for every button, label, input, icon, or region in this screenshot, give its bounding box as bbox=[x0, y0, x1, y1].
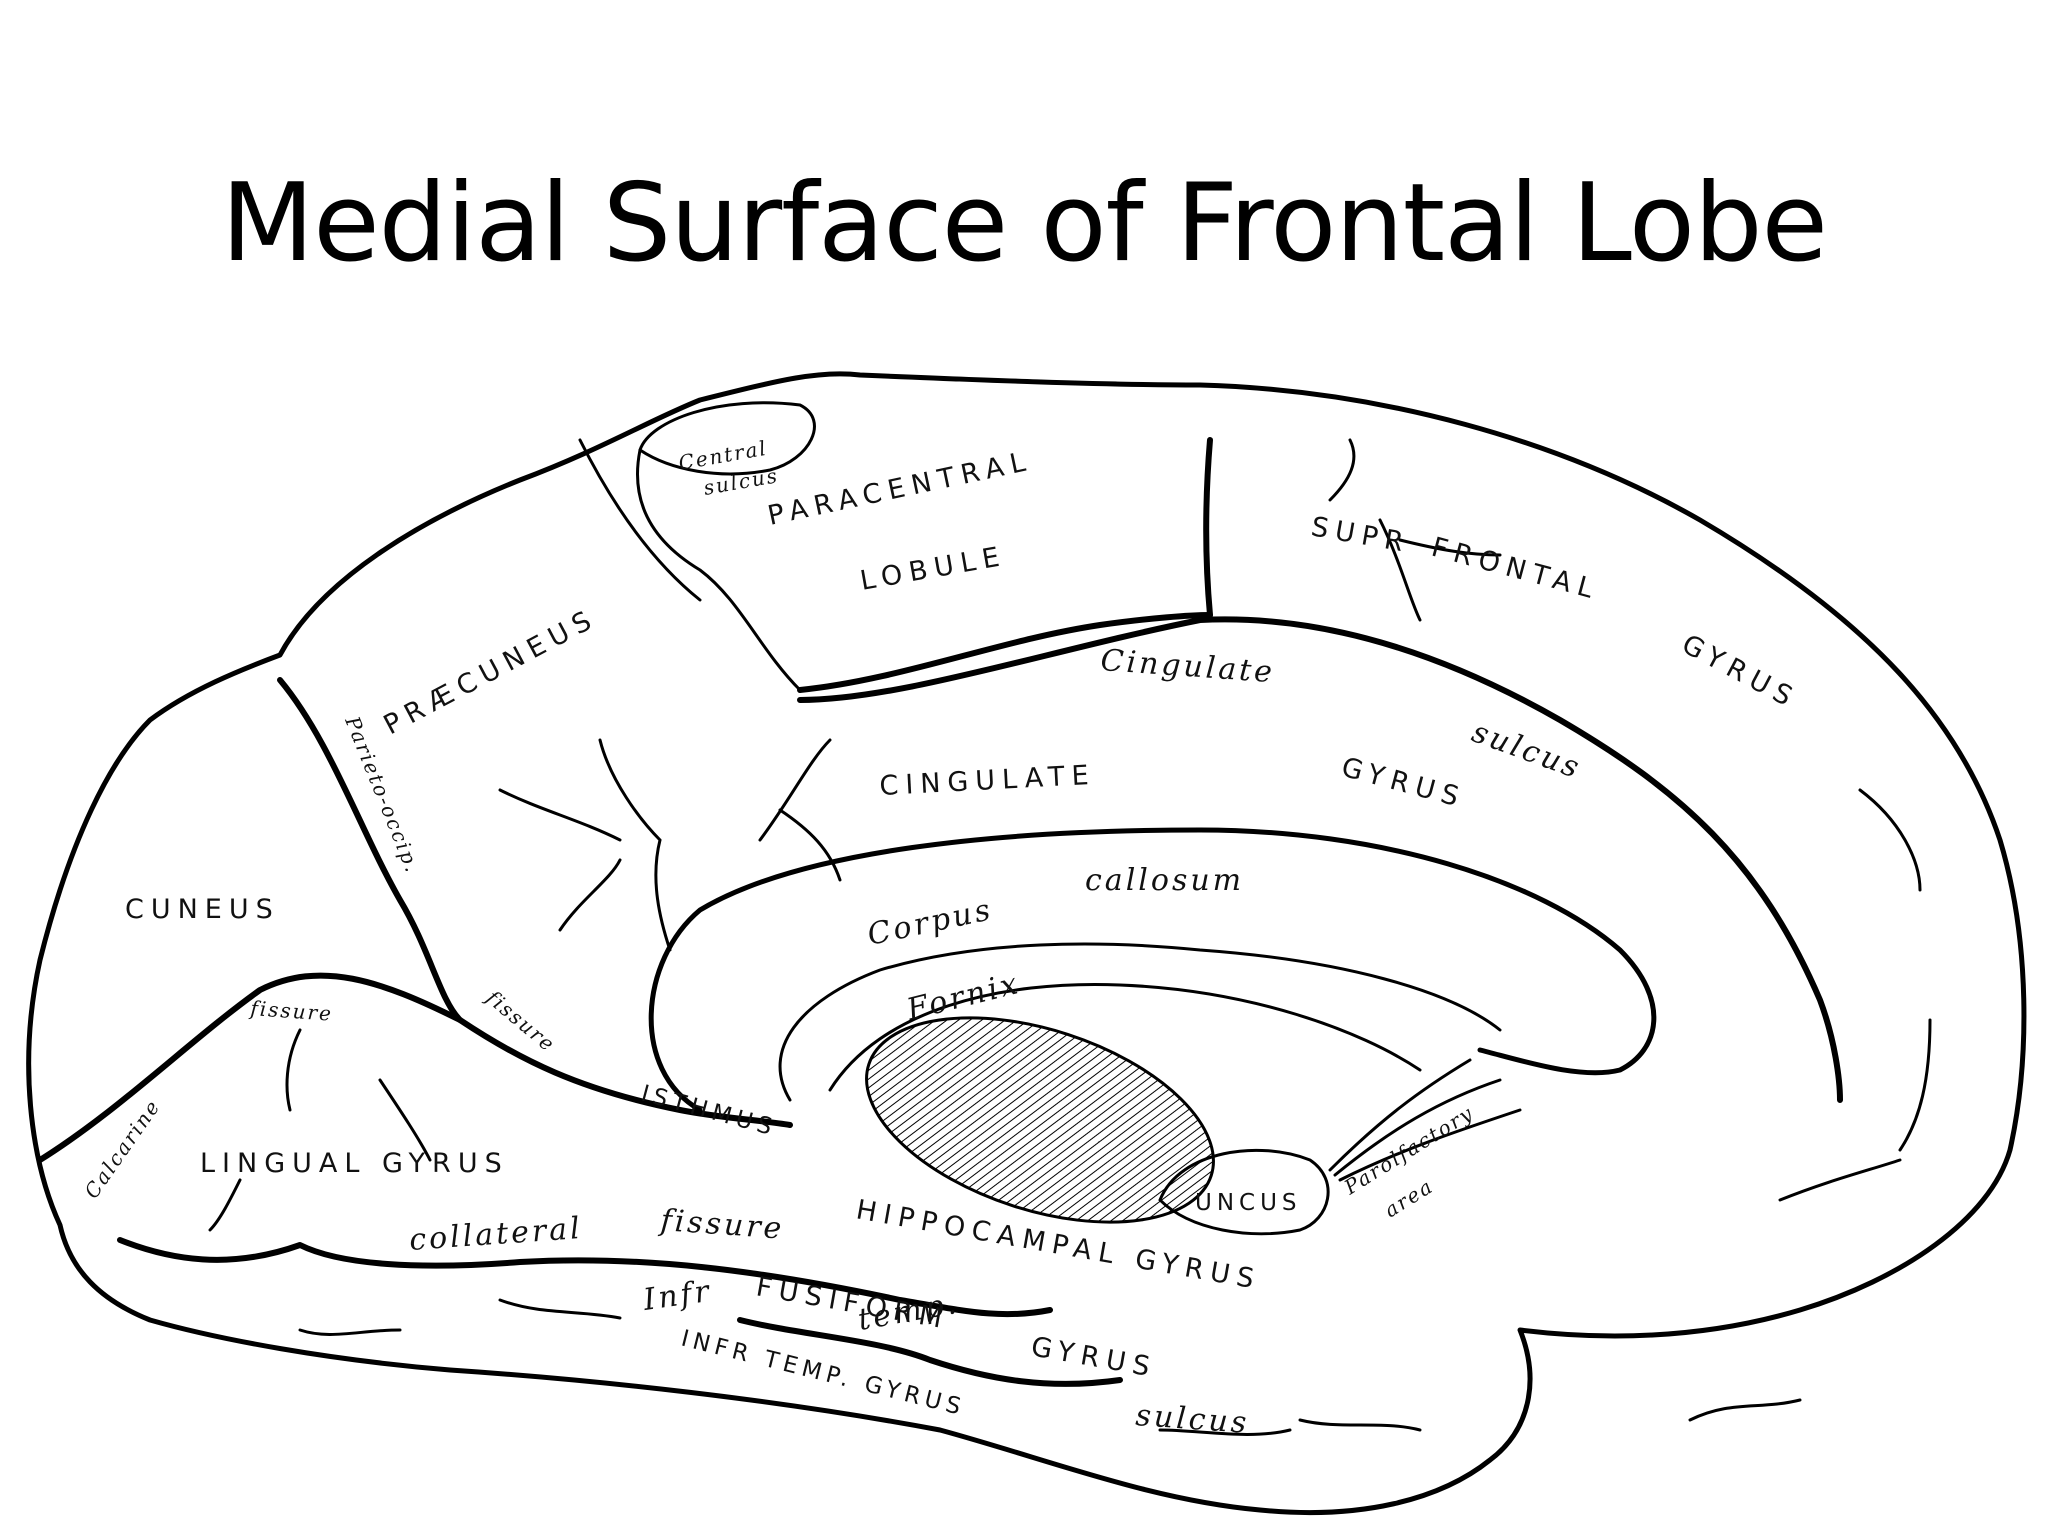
label-calcarine-2: fissure bbox=[248, 996, 334, 1026]
label-inf-temp-gyrus: INFR TEMP. GYRUS bbox=[679, 1326, 969, 1422]
slide-title: Medial Surface of Frontal Lobe bbox=[221, 161, 1828, 286]
label-paracentral: PARACENTRAL bbox=[765, 445, 1035, 531]
paracentral-border-left bbox=[636, 448, 802, 692]
label-cingulate-gyrus-1: CINGULATE bbox=[879, 760, 1097, 802]
collateral-fissure bbox=[117, 1237, 1053, 1318]
label-calcarine-1: Calcarine bbox=[79, 1095, 165, 1203]
paracentral-border-right bbox=[1203, 437, 1213, 618]
label-sup-frontal-3: GYRUS bbox=[1677, 629, 1803, 716]
thalamus-hatched-area bbox=[865, 1016, 1215, 1224]
label-sup-frontal-1: SUPR bbox=[1309, 511, 1413, 559]
label-collateral-2: fissure bbox=[657, 1203, 785, 1247]
central-sulcus bbox=[638, 401, 816, 476]
corpus-callosum-inner bbox=[778, 942, 1502, 1102]
label-cingulate-gyrus-2: GYRUS bbox=[1338, 752, 1468, 815]
olfactory-fibres bbox=[1328, 1058, 1522, 1182]
label-praecuneus: PRÆCUNEUS bbox=[379, 602, 603, 741]
calcarine-fissure bbox=[37, 972, 793, 1163]
inferior-temporal-sulcus bbox=[737, 1317, 1123, 1387]
parieto-occipital-fissure bbox=[277, 677, 463, 1023]
label-parieto-occip: Parieto-occip. bbox=[340, 712, 425, 877]
fornix-line bbox=[828, 983, 1422, 1092]
paracentral-bottom bbox=[797, 612, 1213, 693]
label-isthmus: ISTHMUS bbox=[638, 1081, 779, 1142]
label-lingual-gyrus: LINGUAL GYRUS bbox=[200, 1148, 509, 1179]
label-corpus-callosum-1: Corpus bbox=[864, 892, 996, 953]
brain-outline bbox=[26, 371, 2027, 1516]
label-cuneus: CUNEUS bbox=[125, 894, 280, 925]
minor-sulci bbox=[208, 438, 1932, 1436]
label-fusiform-2: GYRUS bbox=[1029, 1331, 1159, 1384]
label-cingulate-sulcus-1: Cingulate bbox=[1099, 643, 1276, 690]
label-sup-frontal-2: FRONTAL bbox=[1428, 532, 1603, 607]
praecuneus-boundary bbox=[578, 438, 702, 602]
label-fissure-po: fissure bbox=[480, 984, 560, 1057]
label-uncus: UNCUS bbox=[1195, 1190, 1302, 1216]
cingulate-sulcus-line bbox=[797, 616, 1843, 1103]
label-lobule: LOBULE bbox=[858, 541, 1009, 597]
label-collateral-1: collateral bbox=[408, 1211, 584, 1258]
label-infr-temp-sulcus-1: Infr bbox=[640, 1274, 714, 1318]
corpus-callosum-outline bbox=[648, 827, 1657, 1113]
label-corpus-callosum-2: callosum bbox=[1085, 863, 1244, 898]
label-infr-temp-sulcus-3: sulcus bbox=[1134, 1398, 1250, 1441]
uncus-outline bbox=[1158, 1148, 1330, 1236]
label-olfactory-2: area bbox=[1380, 1174, 1438, 1223]
